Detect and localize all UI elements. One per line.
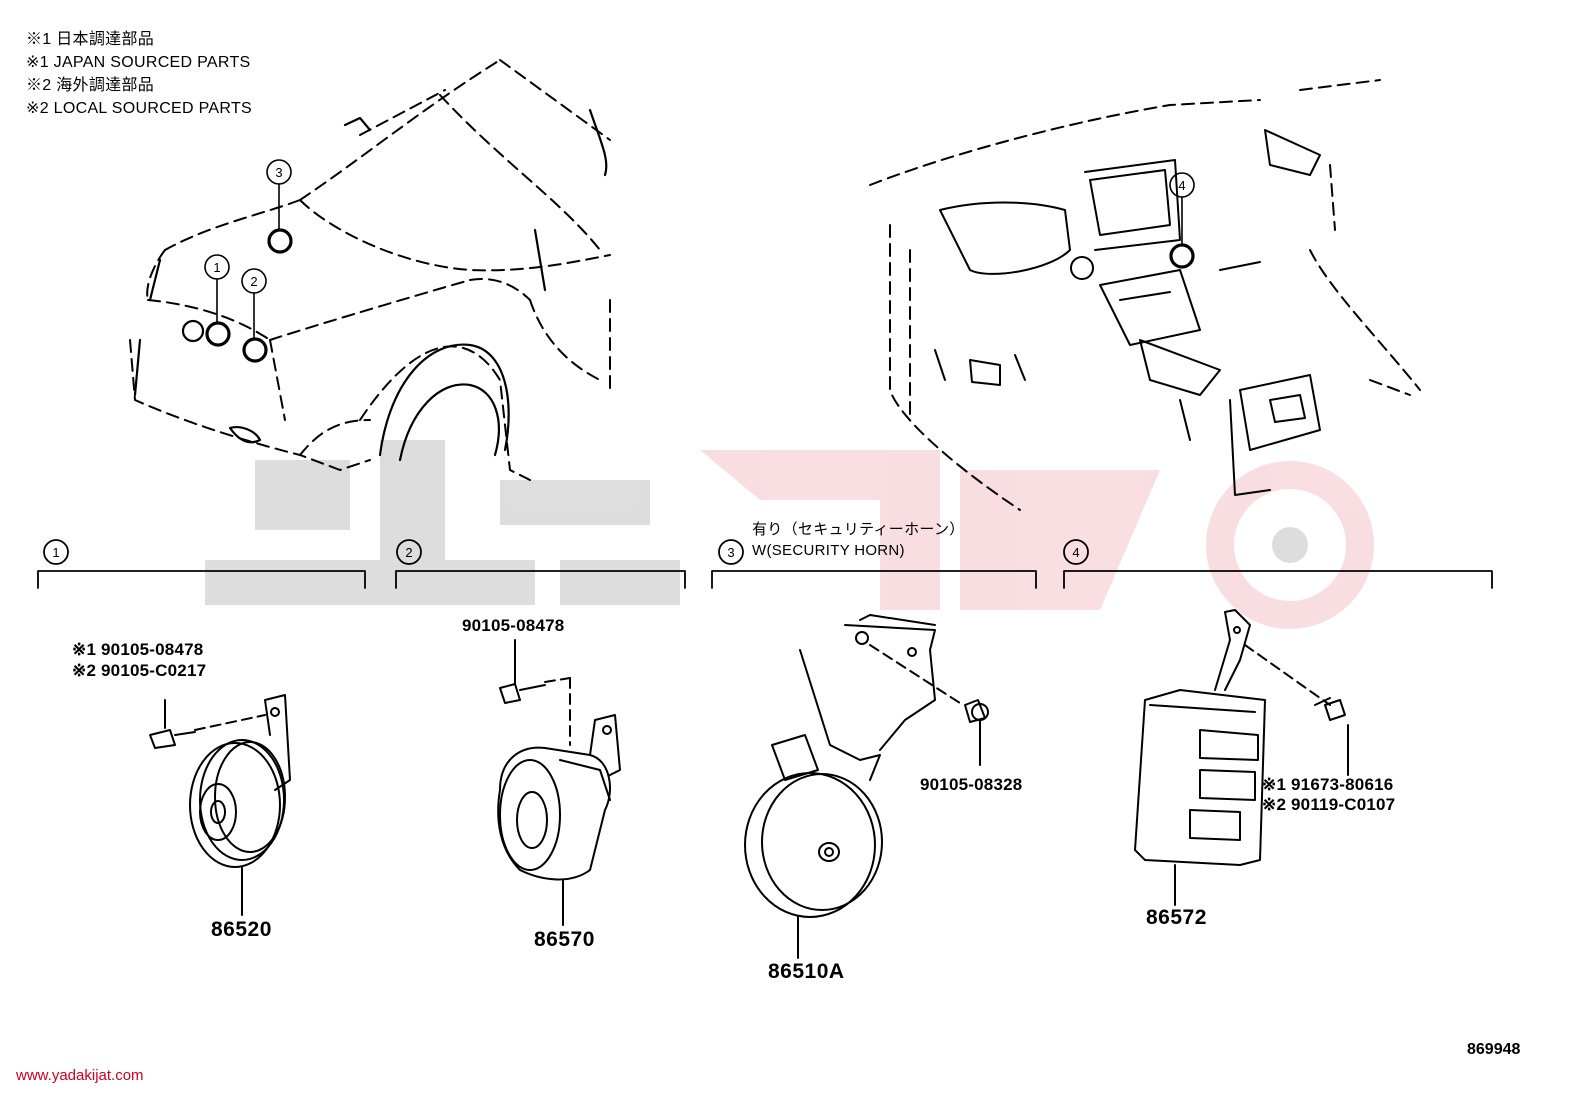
part-number-86570: 86570: [534, 928, 595, 951]
callout-4-label: 4: [1178, 178, 1185, 193]
callout-3-label: 3: [275, 165, 282, 180]
section-3-bolt-line-1: 90105-08328: [920, 775, 1023, 794]
section-brackets: [37, 539, 1493, 589]
watermark-logo: [205, 440, 1374, 629]
horn-86570-drawing: [497, 639, 621, 926]
car-wheel-solid: [133, 108, 608, 462]
section-3-note-en: W(SECURITY HORN): [752, 542, 905, 559]
section-1-bolt-line-2: ※2 90105-C0217: [72, 661, 207, 680]
part-number-86510a: 86510A: [768, 960, 845, 983]
section-4-num: 4: [1072, 545, 1079, 560]
callout-targets: [205, 228, 1195, 363]
section-4-bolt-line-1: ※1 91673-80616: [1262, 775, 1394, 794]
legend-line-4: ※2 LOCAL SOURCED PARTS: [26, 100, 252, 117]
car-front-drawing: [129, 59, 611, 481]
callout-2-label: 2: [250, 274, 257, 289]
legend: ※1 日本調達部品 ※1 JAPAN SOURCED PARTS ※2 海外調達…: [26, 28, 252, 120]
callout-1-label: 1: [213, 260, 220, 275]
legend-line-2: ※1 JAPAN SOURCED PARTS: [26, 54, 251, 71]
section-2-num: 2: [405, 545, 412, 560]
module-86572-drawing: [1134, 609, 1349, 906]
section-3-note-jp: 有り（セキュリティーホーン）: [752, 521, 965, 538]
section-1-bolt-line-1: ※1 90105-08478: [72, 640, 204, 659]
callout-markers: [204, 159, 1195, 339]
section-4-bolt-line-2: ※2 90119-C0107: [1262, 795, 1396, 814]
diagram-number: 869948: [1467, 1041, 1521, 1058]
section-3-num: 3: [727, 545, 734, 560]
part-number-86572: 86572: [1146, 906, 1207, 929]
part-number-86520: 86520: [211, 918, 272, 941]
section-2-bolt-line-1: 90105-08478: [462, 616, 565, 635]
horn-86510a-drawing: [744, 614, 989, 959]
legend-line-3: ※2 海外調達部品: [26, 77, 155, 94]
dashboard-drawing: [869, 79, 1421, 511]
horn-86520-drawing: [149, 694, 291, 916]
legend-line-1: ※1 日本調達部品: [26, 31, 155, 48]
section-1-num: 1: [52, 545, 59, 560]
watermark-url: www.yadakijat.com: [16, 1067, 144, 1084]
